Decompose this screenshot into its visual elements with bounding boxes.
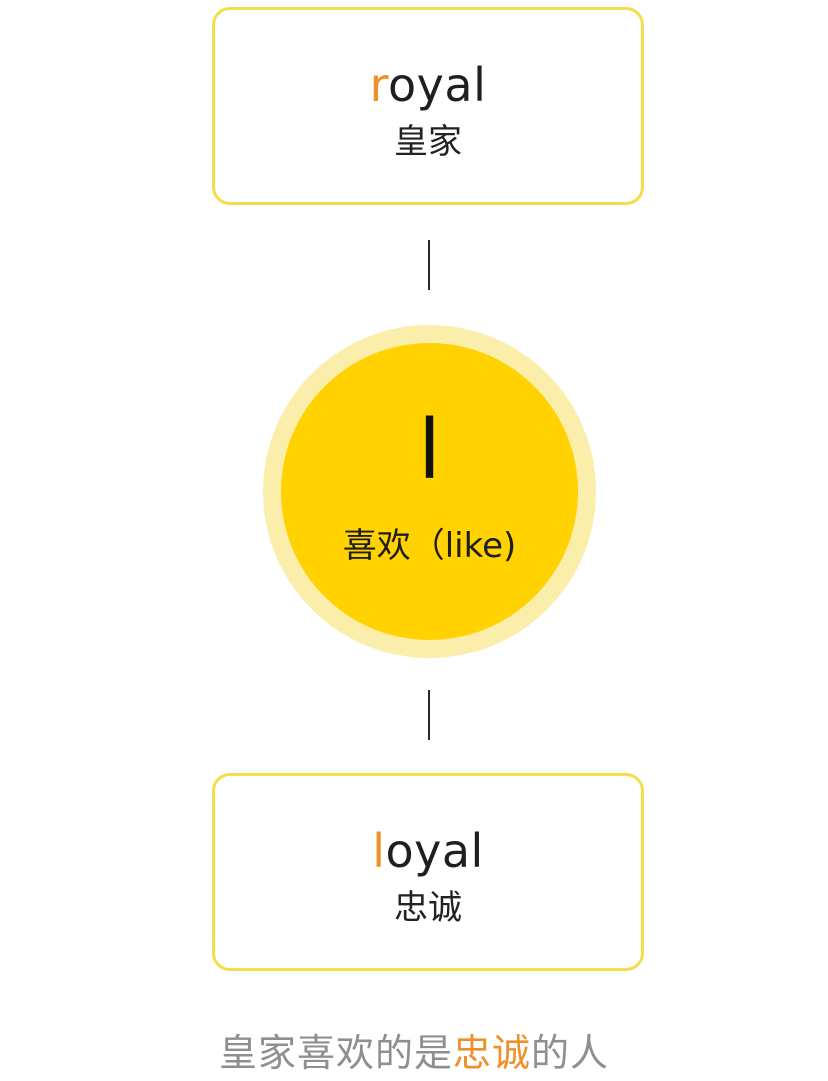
word-royal-meaning: 皇家 bbox=[394, 122, 462, 162]
center-letter: l bbox=[418, 403, 441, 498]
word-loyal-meaning: 忠诚 bbox=[394, 888, 462, 928]
caption-after: 的人 bbox=[531, 1031, 610, 1075]
word-loyal-rest: oyal bbox=[385, 824, 484, 878]
word-royal-rest: oyal bbox=[388, 58, 487, 112]
mnemonic-caption: 皇家喜欢的是忠诚的人 bbox=[0, 1030, 828, 1076]
caption-before: 皇家喜欢的是 bbox=[218, 1031, 453, 1075]
center-circle: l 喜欢（like) bbox=[281, 343, 578, 640]
word-loyal-highlight-letter: l bbox=[372, 824, 386, 878]
word-royal: royal bbox=[215, 58, 641, 112]
word-card-loyal: loyal 忠诚 bbox=[212, 773, 644, 971]
center-letter-meaning: 喜欢（like) bbox=[342, 526, 517, 566]
word-royal-highlight-letter: r bbox=[369, 58, 389, 112]
word-card-royal: royal 皇家 bbox=[212, 7, 644, 205]
connector-line-top bbox=[428, 240, 430, 290]
word-loyal: loyal bbox=[215, 824, 641, 878]
caption-highlight: 忠诚 bbox=[452, 1031, 531, 1075]
connector-line-bottom bbox=[428, 690, 430, 740]
